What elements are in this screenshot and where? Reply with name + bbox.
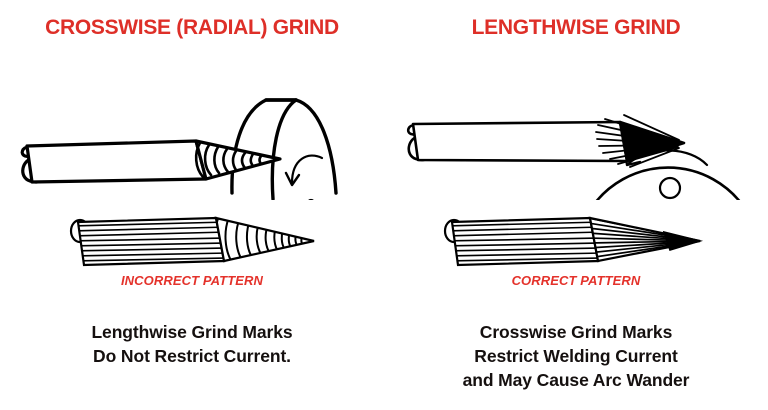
electrode-point-right	[662, 230, 704, 251]
note-left: Lengthwise Grind Marks Do Not Restrict C…	[0, 320, 384, 368]
pattern-caption-left: INCORRECT PATTERN	[120, 273, 264, 288]
note-left-line-2: Do Not Restrict Current.	[93, 346, 291, 366]
panel-crosswise-grind: CROSSWISE (RADIAL) GRIND	[0, 16, 384, 368]
note-left-line-1: Lengthwise Grind Marks	[91, 322, 293, 342]
panel-lengthwise-grind: LENGTHWISE GRIND	[384, 0, 768, 410]
rotation-arrow-left	[284, 154, 324, 187]
note-right-line-1: Crosswise Grind Marks	[479, 322, 673, 342]
figure-electrode-and-wheel-left	[0, 55, 384, 200]
figure-electrode-pattern-right	[384, 205, 768, 280]
grinding-wheel-left	[230, 98, 338, 200]
grinding-wheel-right	[595, 166, 741, 200]
panel-title-left: CROSSWISE (RADIAL) GRIND	[45, 16, 339, 39]
shaft-lengthwise-lines-left	[78, 221, 224, 262]
panel-title-right: LENGTHWISE GRIND	[471, 16, 681, 39]
wheel-axle-mark-right	[658, 176, 682, 200]
note-right: Crosswise Grind Marks Restrict Welding C…	[384, 320, 768, 392]
shaft-lengthwise-lines-right	[452, 221, 598, 262]
lengthwise-grind-marks-right	[595, 114, 680, 168]
note-right-line-3: and May Cause Arc Wander	[462, 370, 690, 390]
crosswise-grind-marks-left	[194, 141, 263, 179]
figure-electrode-and-wheel-right	[384, 55, 768, 200]
figure-electrode-pattern-left	[0, 205, 384, 280]
note-right-line-2: Restrict Welding Current	[474, 346, 678, 366]
pattern-caption-right: CORRECT PATTERN	[511, 273, 641, 288]
